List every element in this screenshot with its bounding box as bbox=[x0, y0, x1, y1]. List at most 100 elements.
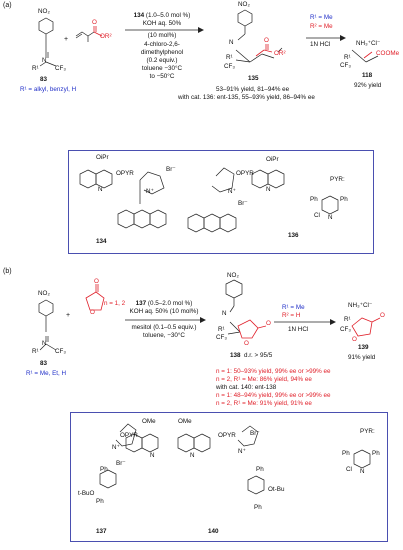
a-sm-n: N bbox=[42, 57, 47, 64]
a-118-ester: COOMe bbox=[376, 50, 400, 57]
b-pyr-cl: Cl bbox=[346, 466, 352, 473]
b-r2-h: R² = H bbox=[282, 312, 301, 319]
b-cat137-ome: OMe bbox=[142, 418, 156, 425]
a-p-r1: R¹ bbox=[226, 54, 233, 61]
a-cat134-nplus: N⁺ bbox=[146, 188, 154, 195]
a-plus: + bbox=[64, 36, 69, 43]
a-p-number: 135 bbox=[248, 75, 259, 82]
a-p-alt: with cat. 136: ent-135, 55–93% yield, 86… bbox=[178, 94, 315, 102]
a-cat136-number: 136 bbox=[288, 232, 299, 239]
a-cat136-nplus: N⁺ bbox=[228, 188, 236, 195]
b-p-cf3: CF₃ bbox=[216, 334, 227, 341]
a-cat136-br: Br⁻ bbox=[238, 200, 248, 207]
b-139-amine: NH₃⁺Cl⁻ bbox=[348, 302, 373, 309]
a-118-number: 118 bbox=[362, 72, 373, 79]
b-sm-nitro: NO₂ bbox=[38, 290, 50, 297]
b-139-o: O bbox=[352, 336, 357, 343]
b-res2-text: n = 2, R¹ = Me: 86% yield, 94% ee bbox=[216, 376, 312, 383]
b-hcl: 1N HCl bbox=[288, 326, 309, 333]
a-acrylate-or2: OR² bbox=[100, 33, 112, 40]
a-cat134-br: Br⁻ bbox=[166, 166, 176, 173]
a-cond-temp: to −50°C bbox=[149, 73, 175, 80]
a-cond-add3: (0.2 equiv.) bbox=[146, 57, 178, 64]
b-p-o: O bbox=[244, 340, 249, 347]
a-cond-add2: dimethylphenol bbox=[140, 49, 184, 56]
a-p-o: O bbox=[264, 37, 269, 44]
a-acrylate-o: O bbox=[92, 19, 97, 26]
a-pyr-label: PYR: bbox=[330, 176, 345, 183]
catalyst-box-b bbox=[70, 412, 388, 542]
a-cond-base-amt: (10 mol%) bbox=[147, 32, 177, 39]
b-139-number: 139 bbox=[358, 344, 369, 351]
a-118-r1: R¹ bbox=[344, 54, 351, 61]
a-p-or2: OR² bbox=[274, 50, 286, 57]
b-139-r1: R¹ bbox=[344, 316, 351, 323]
b-pyr-n: N bbox=[360, 468, 365, 475]
b-r1-me: R¹ = Me bbox=[282, 304, 305, 311]
b-p-dr: d.r. > 95/5 bbox=[244, 352, 273, 359]
b-p-o-exo: O bbox=[266, 320, 271, 327]
a-cond-solv: toluene −30°C bbox=[141, 65, 183, 72]
b-res5-text: n = 2, R¹ = Me: 91% yield, 91% ee bbox=[216, 400, 312, 407]
b-p-n: N bbox=[222, 310, 227, 317]
b-plus: + bbox=[66, 312, 71, 319]
b-cat140-n: N bbox=[190, 452, 195, 459]
panel-a-label: (a) bbox=[3, 2, 12, 9]
a-cat136-opyr: OPYR bbox=[236, 170, 254, 177]
a-cat134-opyr: OPYR bbox=[116, 170, 134, 177]
b-cat137-n: N bbox=[150, 452, 155, 459]
b-res5: n = 2, R¹ = Me: 91% yield, 91% ee bbox=[216, 400, 312, 408]
b-sm-number: 83 bbox=[40, 360, 48, 367]
b-cond-solv: toluene, −30°C bbox=[143, 332, 185, 339]
b-cat140-opyr: OPYR bbox=[218, 432, 236, 439]
panel-b-label: (b) bbox=[3, 268, 12, 275]
b-p-nitro: NO₂ bbox=[227, 272, 239, 279]
b-res1-text: n = 1: 50–93% yield, 99% ee or >99% ee bbox=[216, 368, 331, 375]
a-cat136-n: N bbox=[266, 186, 271, 193]
b-cond-cat-num: 137 bbox=[135, 300, 147, 307]
b-cat140-br: Br⁻ bbox=[250, 430, 260, 437]
a-cond-cat-num: 134 bbox=[133, 12, 145, 19]
a-cond-base: KOH aq. 50% bbox=[142, 20, 182, 27]
b-p-number-dr: 138 d.r. > 95/5 bbox=[230, 352, 272, 360]
a-r2-me: R² = Me bbox=[310, 23, 333, 30]
b-cat137-ph2: Ph bbox=[96, 498, 104, 505]
a-pyr-cl: Cl bbox=[314, 212, 320, 219]
b-cat137-nplus: N⁺ bbox=[112, 444, 120, 451]
a-sm-r1: R¹ bbox=[32, 65, 39, 72]
a-118-cf3: CF₃ bbox=[340, 62, 351, 69]
b-139-cf3: CF₃ bbox=[340, 326, 351, 333]
a-118-amine: NH₃⁺Cl⁻ bbox=[356, 40, 381, 47]
b-sm-cf3: CF₃ bbox=[55, 348, 66, 355]
b-cond-cat-amt: (0.5–2.0 mol %) bbox=[147, 300, 193, 307]
a-p-alt-text: with cat. 136: ent-135, 55–93% yield, 86… bbox=[178, 94, 315, 101]
b-pyr-ph1: Ph bbox=[342, 450, 350, 457]
a-sm-r1-def: R¹ = alkyl, benzyl, H bbox=[20, 86, 77, 93]
b-cat140-otbu: Ot-Bu bbox=[268, 486, 285, 493]
b-lactone-o: O bbox=[90, 309, 95, 316]
a-cat134-number: 134 bbox=[96, 238, 107, 245]
a-pyr-n: N bbox=[328, 214, 333, 221]
b-cat137-ph1: Ph bbox=[100, 466, 108, 473]
a-p-cf3: CF₃ bbox=[224, 63, 235, 70]
b-cond-cat: 137 (0.5–2.0 mol %) bbox=[124, 300, 204, 308]
b-res1: n = 1: 50–93% yield, 99% ee or >99% ee bbox=[216, 368, 330, 376]
b-cat137-tbuo: t-BuO bbox=[78, 490, 95, 497]
a-p-yield: 53–91% yield, 81–94% ee bbox=[216, 86, 290, 93]
a-cond-add1: 4-chloro-2,6- bbox=[144, 41, 180, 48]
b-res2: n = 2, R¹ = Me: 86% yield, 94% ee bbox=[216, 376, 312, 384]
b-cat137-number: 137 bbox=[96, 528, 107, 535]
b-pyr-label: PYR: bbox=[360, 428, 375, 435]
a-sm-nitro: NO₂ bbox=[38, 8, 50, 15]
a-p-nitro: NO₂ bbox=[238, 1, 250, 8]
b-cat140-nplus: N⁺ bbox=[238, 448, 246, 455]
a-p-n: N bbox=[229, 39, 234, 46]
b-cat140-ph2: Ph bbox=[254, 504, 262, 511]
b-139-o-exo: O bbox=[380, 312, 385, 319]
b-cond-base: KOH aq. 50% (10 mol%) bbox=[129, 308, 199, 315]
b-n-var: n = 1, 2 bbox=[104, 300, 126, 307]
b-cat137-opyr: OPYR bbox=[120, 432, 138, 439]
a-cat134-oipr: OiPr bbox=[96, 154, 109, 161]
b-pyr-ph2: Ph bbox=[372, 450, 380, 457]
a-cat134-n: N bbox=[98, 186, 103, 193]
